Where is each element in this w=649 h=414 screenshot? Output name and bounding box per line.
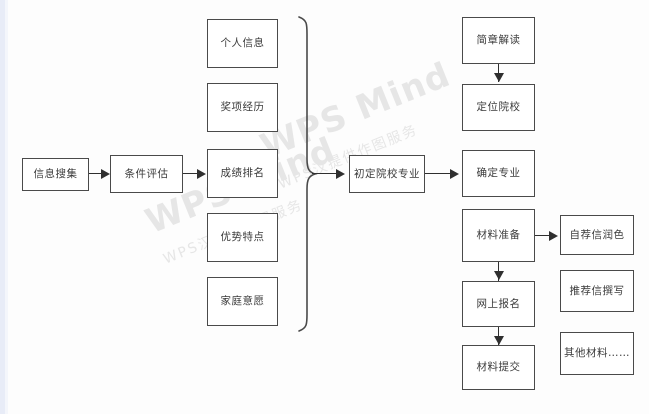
node-material-prep[interactable]: 材料准备 xyxy=(462,209,535,262)
arrowhead-online-to-submit xyxy=(494,336,504,345)
node-grade-rank[interactable]: 成绩排名 xyxy=(207,149,278,198)
node-other-material[interactable]: 其他材料…… xyxy=(560,332,634,375)
arrowhead-info-to-eval xyxy=(101,169,110,179)
node-family-will[interactable]: 家庭意愿 xyxy=(207,277,278,326)
connector-eval-to-grade xyxy=(183,173,198,175)
arrowhead-brace-to-prelim xyxy=(336,169,345,179)
arrowhead-brochure-to-locate xyxy=(494,73,504,82)
watermark-main-2: WPS Mind xyxy=(255,54,457,168)
connector-prelim-to-confirm xyxy=(425,173,451,175)
node-personal-info[interactable]: 个人信息 xyxy=(207,19,278,68)
arrowhead-eval-to-grade xyxy=(197,169,206,179)
connector-brace-to-prelim xyxy=(312,173,338,175)
node-locate-school[interactable]: 定位院校 xyxy=(462,84,535,131)
node-rec-letter[interactable]: 推荐信撰写 xyxy=(560,270,634,312)
left-edge-strip xyxy=(0,0,5,414)
connector-info-to-eval xyxy=(89,173,102,175)
arrowhead-prep-to-online xyxy=(494,271,504,280)
arrowhead-prep-to-selfrec xyxy=(549,231,558,241)
node-confirm-major[interactable]: 确定专业 xyxy=(462,150,535,197)
node-material-submit[interactable]: 材料提交 xyxy=(462,345,535,390)
connector-prep-to-selfrec xyxy=(535,235,551,237)
node-info-gather[interactable]: 信息搜集 xyxy=(22,158,89,191)
node-prelim-major[interactable]: 初定院校专业 xyxy=(349,155,425,193)
node-online-apply[interactable]: 网上报名 xyxy=(462,281,535,327)
node-condition-eval[interactable]: 条件评估 xyxy=(110,155,183,193)
arrowhead-prelim-to-confirm xyxy=(450,169,459,179)
node-brochure-read[interactable]: 简章解读 xyxy=(462,17,535,64)
left-edge-strip-secondary xyxy=(5,0,8,414)
node-self-rec-letter[interactable]: 自荐信润色 xyxy=(560,215,634,255)
node-award-exp[interactable]: 奖项经历 xyxy=(207,83,278,132)
node-advantage[interactable]: 优势特点 xyxy=(207,213,278,262)
